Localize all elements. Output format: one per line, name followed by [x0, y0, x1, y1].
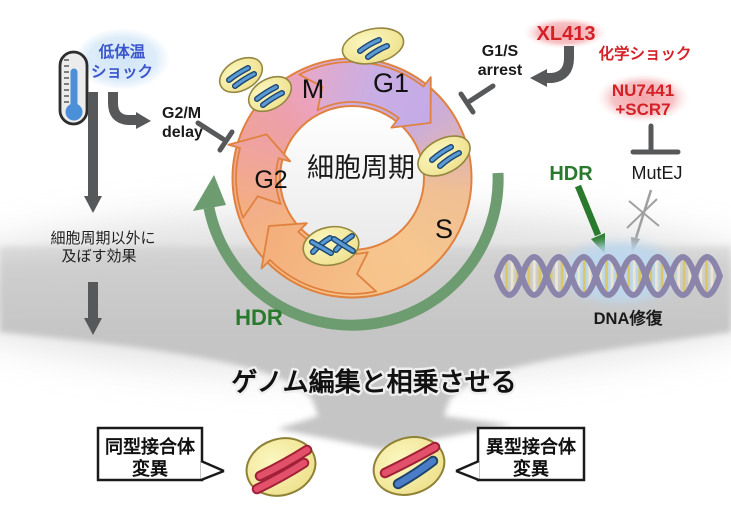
heterozygous-label-line2: 変異: [513, 458, 549, 479]
mutej-label: MutEJ: [631, 163, 682, 183]
scr7-label: +SCR7: [615, 100, 670, 119]
hdr-right-label: HDR: [549, 163, 593, 185]
hdr-arc-label: HDR: [235, 305, 283, 330]
xl413-curved-arrow: [530, 46, 574, 87]
homozygous-callout: 同型接合体 変異: [96, 426, 225, 482]
homozygous-label-line1: 同型接合体: [105, 436, 196, 457]
funnel-arrow: [0, 246, 731, 449]
cycle-center-label: 細胞周期: [307, 153, 415, 183]
hypothermia-branch-arrow: [108, 92, 151, 129]
arrow-m-to-g1: [298, 61, 432, 129]
cell-g1-phase: [341, 27, 405, 65]
g1s-arrest-label-line2: arrest: [478, 62, 523, 79]
arrow-g2-to-m: [227, 133, 292, 219]
hdr-arc-arrowhead: [193, 175, 226, 211]
g1s-arrest-label-line1: G1/S: [482, 43, 519, 60]
block-cross-line-2: [626, 198, 658, 229]
hypothermia-label-line1: 低体温: [98, 42, 146, 61]
block-cross-line-1: [628, 200, 660, 227]
phase-label-s: S: [435, 214, 453, 244]
phase-label-g1: G1: [373, 68, 409, 98]
off-cycle-effect-line1: 細胞周期以外に: [50, 230, 155, 247]
xl413-bubble: [523, 17, 607, 49]
g1s-inhibit-tbar: [458, 83, 496, 115]
phase-label-g2: G2: [254, 166, 287, 194]
homozygous-label-line2: 変異: [132, 458, 168, 479]
nu7441-scr7-bubble: [596, 73, 690, 123]
cell-heterozygous: [372, 436, 446, 496]
g2m-inhibit-tbar: [195, 120, 235, 153]
hypothermia-label-line2: ショック: [91, 63, 153, 81]
dna-helix-icon: [494, 254, 723, 298]
dna-base-pairs: [499, 259, 714, 293]
dna-repair-label: DNA修復: [594, 308, 663, 328]
nu7441-label: NU7441: [612, 81, 674, 100]
heterozygous-callout: 異型接合体 変異: [455, 426, 586, 482]
phase-label-m: M: [302, 74, 325, 104]
off-cycle-down-arrow: [84, 282, 102, 335]
thermometer-icon: [58, 50, 89, 126]
cell-g1s-phase: [417, 135, 471, 177]
cell-homozygous: [245, 437, 317, 497]
cell-s-phase: [302, 225, 360, 267]
heterozygous-label-line1: 異型接合体: [486, 436, 577, 457]
chemical-shock-label: 化学ショック: [598, 44, 691, 63]
hdr-arc-arrow: [193, 172, 504, 331]
cell-dividing-m-phase: [218, 56, 293, 113]
xl413-label: XL413: [537, 23, 596, 45]
synergy-label: ゲノム編集と相乗させる: [231, 367, 516, 397]
hypothermia-bubble: [74, 28, 170, 90]
g2m-delay-label-line1: G2/M: [162, 105, 201, 122]
off-cycle-effect-line2: 及ぼす効果: [61, 248, 136, 265]
g2m-delay-label-line2: delay: [162, 124, 203, 141]
nu7441-inhibit-tbar: [630, 123, 681, 155]
hypothermia-down-arrow-1: [84, 92, 102, 213]
